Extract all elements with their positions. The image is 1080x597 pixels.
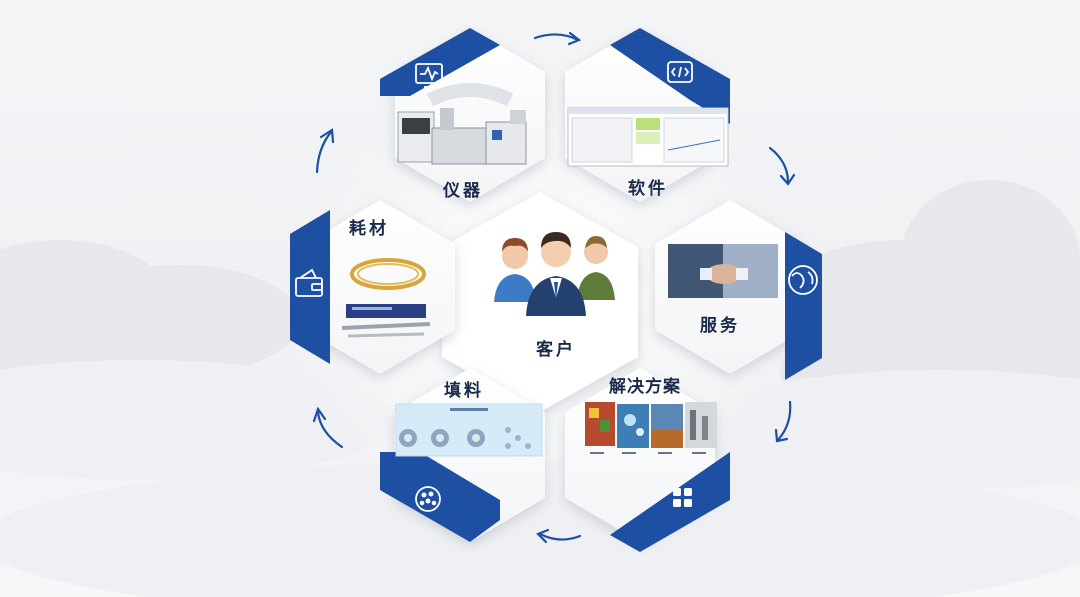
gas-chromatograph-instruments [397,83,527,165]
code-window-icon [667,61,693,83]
label-solution: 解决方案 [609,377,681,397]
wallet-card-icon [295,268,323,297]
arrow-bottom [538,532,582,541]
label-instrument: 仪器 [443,181,483,201]
arrow-right-bottom [776,400,792,442]
monitor-waveform-icon [415,63,443,88]
label-packing: 填料 [444,381,484,401]
label-software: 软件 [628,179,668,199]
handshake-photo [668,244,778,298]
label-center: 客户 [536,340,576,360]
arrow-right-top [768,146,790,184]
arrow-left-top [315,130,333,174]
globe-location-icon [788,265,818,295]
particle-circle-icon [415,486,441,512]
packing-particles-diagram [395,403,543,457]
arrow-left-bottom [316,410,344,449]
label-consumables: 耗材 [349,219,389,239]
label-service: 服务 [700,316,740,336]
software-screenshot [567,107,729,167]
solution-photos [585,402,717,454]
grid-apps-icon [673,488,692,507]
arrow-top [533,33,580,42]
columns-and-capillary [341,258,431,338]
customers-people-icon [494,232,615,316]
